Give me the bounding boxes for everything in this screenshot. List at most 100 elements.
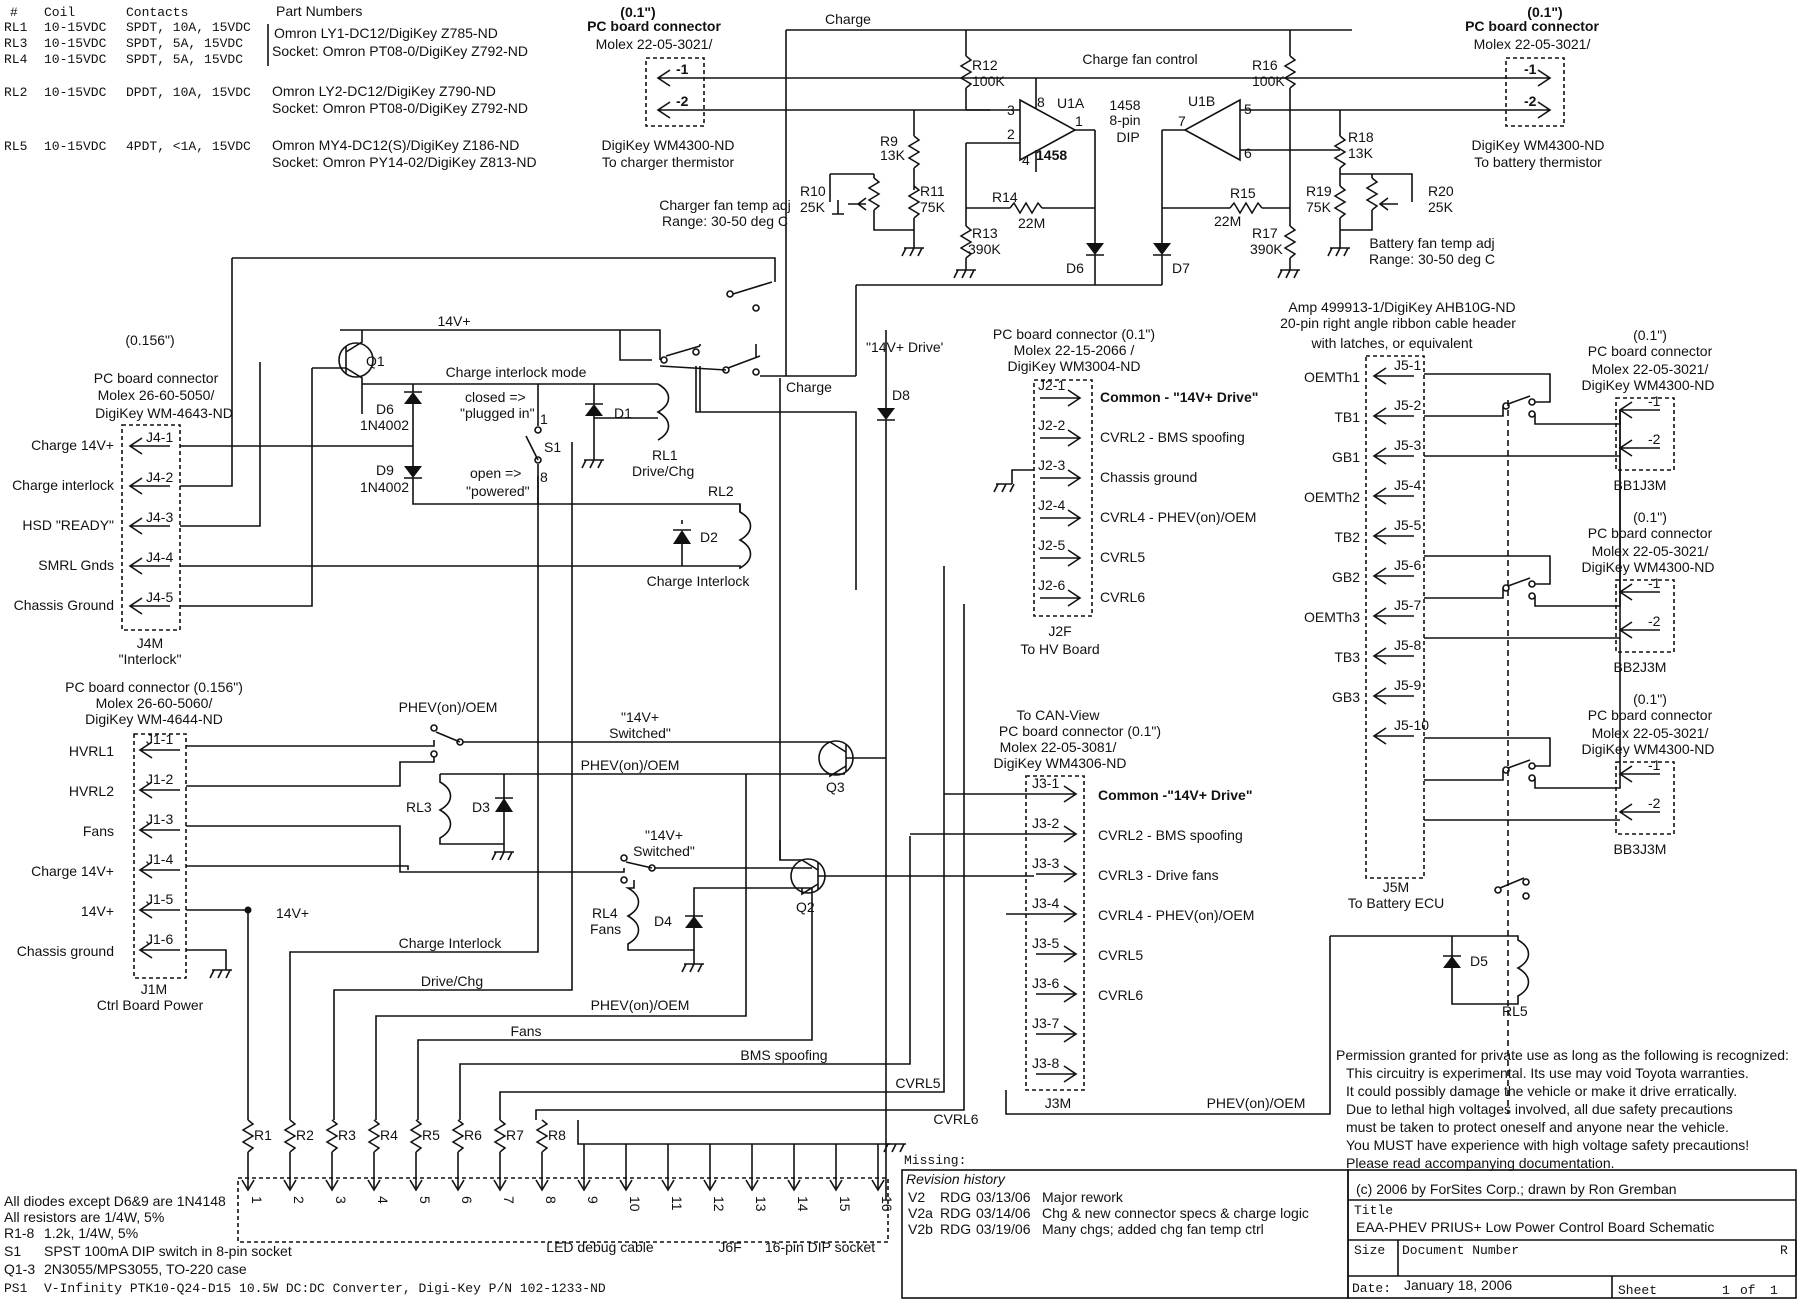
r20-pot	[1365, 177, 1379, 211]
r18-value: 13K	[1348, 145, 1374, 161]
j5-pin-arrow	[1372, 447, 1414, 465]
drive14-label: "14V+ Drive'	[866, 339, 943, 355]
rl2-contact-b	[752, 304, 760, 312]
j5-pin-list: OEMTh1J5-1TB1J5-2GB1J5-3OEMTh2J5-4TB2J5-…	[1304, 357, 1429, 745]
revision-date: 03/14/06	[976, 1205, 1031, 1221]
tb-of: of	[1740, 1283, 1756, 1298]
j5-pin-label: OEMTh2	[1304, 489, 1360, 505]
j5-t2: 20-pin right angle ribbon cable header	[1280, 315, 1516, 331]
rl2-label: RL2	[708, 483, 734, 499]
j6-pin-number: 12	[711, 1196, 727, 1212]
j2-pin-arrow	[1040, 589, 1082, 607]
led-resistor	[451, 1119, 465, 1153]
d4-diode	[685, 916, 703, 928]
u1b-opamp	[1183, 98, 1241, 162]
bom-rl1-contacts: SPDT, 10A, 15VDC	[126, 20, 251, 35]
j3-pin-number: J3-3	[1032, 855, 1059, 871]
thermistor-right-molex: Molex 22-05-3021/	[1474, 36, 1591, 52]
charge-fan-control: Charge Charge fan control R12 100K 3 2 8…	[659, 11, 1520, 286]
chip-desc-1: 1458	[1109, 97, 1140, 113]
permission-line: Permission granted for private use as lo…	[1336, 1047, 1789, 1063]
bb-box	[1615, 761, 1675, 835]
thermistor-right-size: (0.1")	[1527, 4, 1562, 20]
bb-out-wire	[1534, 410, 1621, 607]
thermistor-right-title: PC board connector	[1465, 18, 1599, 34]
j3-pin-number: J3-8	[1032, 1055, 1059, 1071]
bb-digikey: DigiKey WM4300-ND	[1581, 377, 1714, 393]
rl1-no-wire	[695, 366, 857, 590]
drive-chg-line-label: Drive/Chg	[421, 973, 483, 989]
bom-rl4-contacts: SPDT, 5A, 15VDC	[126, 52, 243, 67]
j6-pin-number: 13	[753, 1196, 769, 1212]
j6-gnd-arrow	[787, 1179, 801, 1192]
v14-to-rl1	[619, 330, 652, 361]
j2-hv-board-connector: PC board connector (0.1") Molex 22-15-20…	[993, 326, 1258, 657]
v14-bus-label: 14V+	[437, 313, 470, 329]
j1-pin-number: J1-2	[146, 771, 173, 787]
bb-name: BB3J3M	[1614, 841, 1667, 857]
charge-bus-label: Charge	[825, 11, 871, 27]
led-resistor	[325, 1119, 339, 1153]
j4-pin-label: HSD "READY"	[22, 517, 114, 533]
r10-label: R10	[800, 183, 826, 199]
j6-pin-number: 16	[879, 1196, 895, 1212]
j4-interlock-connector: (0.156") PC board connector Molex 26-60-…	[12, 332, 233, 667]
bom-rl134-part: Omron LY1-DC12/DigiKey Z785-ND	[274, 25, 498, 41]
j2-pin-arrow	[1040, 509, 1082, 527]
j6-pin-number: 7	[501, 1196, 517, 1204]
r14-value: 22M	[1018, 215, 1045, 231]
bb-pin1: -1	[1648, 757, 1661, 773]
j5-pin-arrow	[1372, 527, 1414, 545]
s1-contact-1	[534, 426, 542, 434]
j6-pin-number: 14	[795, 1196, 811, 1212]
u1a-chip: 1458	[1036, 147, 1067, 163]
rl1-label: RL1	[652, 447, 678, 463]
j4-name: J4M	[137, 635, 163, 651]
led-resistor-label: R3	[338, 1127, 356, 1143]
j4-pin-number: J4-5	[146, 589, 173, 605]
j3-pin-number: J3-6	[1032, 975, 1059, 991]
bb-pin2: -2	[1648, 613, 1661, 629]
r15-label: R15	[1230, 185, 1256, 201]
led-resistor	[409, 1119, 423, 1153]
permission-line: This circuitry is experimental. Its use …	[1346, 1065, 1749, 1081]
revision-date: 03/19/06	[976, 1221, 1031, 1237]
thermistor-right-box	[1505, 57, 1565, 127]
bb-tb-wire	[1424, 588, 1504, 599]
j2-pin-label: CVRL2 - BMS spoofing	[1100, 429, 1245, 445]
tb-docnum-label: Document Number	[1402, 1243, 1519, 1258]
r17-label: R17	[1252, 225, 1278, 241]
r17-resistor	[1283, 225, 1297, 259]
thermistor-right-digikey: DigiKey WM4300-ND	[1471, 137, 1604, 153]
bb-oem-wire	[1424, 737, 1551, 767]
j2-title: PC board connector (0.1")	[993, 326, 1155, 342]
note-q-key: Q1-3	[4, 1261, 35, 1277]
s1-pin1: 1	[540, 411, 548, 427]
rl5-contact-b	[1522, 878, 1530, 886]
notes: All diodes except D6&9 are 1N4148 All re…	[4, 1193, 606, 1296]
bom-rl1-ref: RL1	[4, 20, 28, 35]
j3-pin-label: CVRL5	[1098, 947, 1143, 963]
j2-pin-arrow	[1040, 549, 1082, 567]
j3-pin-label: CVRL4 - PHEV(on)/OEM	[1098, 907, 1254, 923]
j1-pin-number: J1-1	[146, 731, 173, 747]
revision-author: RDG	[940, 1205, 971, 1221]
d8-diode	[877, 408, 895, 420]
j5-pin-arrow	[1372, 727, 1414, 745]
j1-chassis-gnd	[186, 949, 232, 979]
s1-label: S1	[544, 439, 561, 455]
sw14-c: "14V+	[645, 827, 683, 843]
j1-pin-number: J1-5	[146, 891, 173, 907]
bb-size: (0.1")	[1633, 691, 1667, 707]
j3-pin-label: CVRL2 - BMS spoofing	[1098, 827, 1243, 843]
d6-interlock-part: 1N4002	[360, 417, 409, 433]
j3-pin-number: J3-5	[1032, 935, 1059, 951]
j1-pin-label: HVRL1	[69, 743, 114, 759]
j4-size: (0.156")	[125, 332, 174, 348]
j1-1-wire	[186, 740, 435, 747]
s1-contact-8	[534, 456, 542, 464]
rl2b-contact-b	[752, 368, 760, 376]
